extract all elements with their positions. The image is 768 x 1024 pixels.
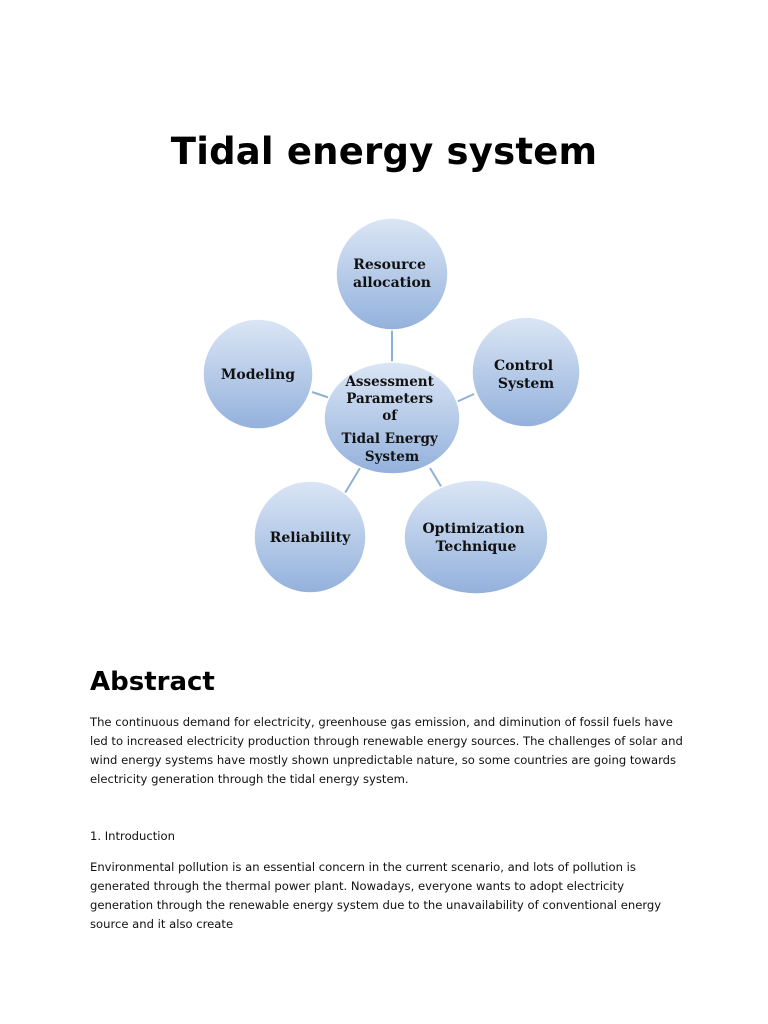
- center-bubble-shape: [323, 361, 461, 475]
- svg-text:Resource allocation: Resource allocation: [353, 257, 431, 291]
- center-label-line-1: Assessment: [344, 374, 434, 390]
- center-label-line-4: Tidal Energy: [342, 431, 439, 447]
- node-optimization-technique: Optimization Technique: [403, 479, 549, 595]
- diagram-canvas: Assessment Parameters of Tidal Energy Sy…: [202, 217, 581, 595]
- node-optimization-technique-shape: [403, 479, 549, 595]
- node-modeling-shape: [202, 318, 314, 430]
- node-optimization-technique-line-2: Technique: [436, 539, 517, 555]
- node-control-system-line-1: Control: [494, 358, 553, 374]
- svg-text:Modeling: Modeling: [221, 367, 295, 383]
- svg-text:Optimization Techniq: Optimization Technique: [422, 521, 529, 555]
- abstract-paragraph: The continuous demand for electricity, g…: [90, 715, 683, 786]
- svg-text:Control System: Control System: [494, 358, 558, 392]
- abstract-heading: Abstract: [90, 667, 215, 697]
- node-control-system-line-2: System: [498, 376, 555, 392]
- node-modeling: Modeling: [202, 318, 314, 430]
- node-control-system-shape: [471, 316, 581, 428]
- introduction-heading: 1. Introduction: [90, 829, 175, 843]
- node-resource-allocation-line-1: Resource: [353, 257, 426, 273]
- center-label-line-2: Parameters: [346, 391, 433, 407]
- center-label-line-5: System: [365, 449, 419, 465]
- node-resource-allocation-shape: [335, 217, 449, 331]
- node-control-system: Control System: [471, 316, 581, 428]
- svg-text:Reliability: Reliability: [270, 530, 351, 546]
- node-reliability-shape: [253, 480, 367, 594]
- node-resource-allocation: Resource allocation: [335, 217, 449, 331]
- node-optimization-technique-line-1: Optimization: [422, 521, 524, 537]
- introduction-paragraph: Environmental pollution is an essential …: [90, 860, 662, 931]
- node-resource-allocation-line-2: allocation: [353, 275, 431, 291]
- node-modeling-line-1: Modeling: [221, 367, 295, 383]
- center-bubble: Assessment Parameters of Tidal Energy Sy…: [323, 361, 461, 475]
- center-label-line-3: of: [382, 408, 398, 424]
- connector-modeling: [311, 391, 331, 399]
- node-reliability-line-1: Reliability: [270, 530, 351, 546]
- connector-optimization-technique: [429, 467, 443, 489]
- svg-text:Assessment Parameter: Assessment Parameters of Tidal Energy Sy…: [342, 374, 443, 465]
- assessment-parameters-diagram: Assessment Parameters of Tidal Energy Sy…: [190, 212, 590, 600]
- node-reliability: Reliability: [253, 480, 367, 594]
- document-title: Tidal energy system: [170, 130, 598, 173]
